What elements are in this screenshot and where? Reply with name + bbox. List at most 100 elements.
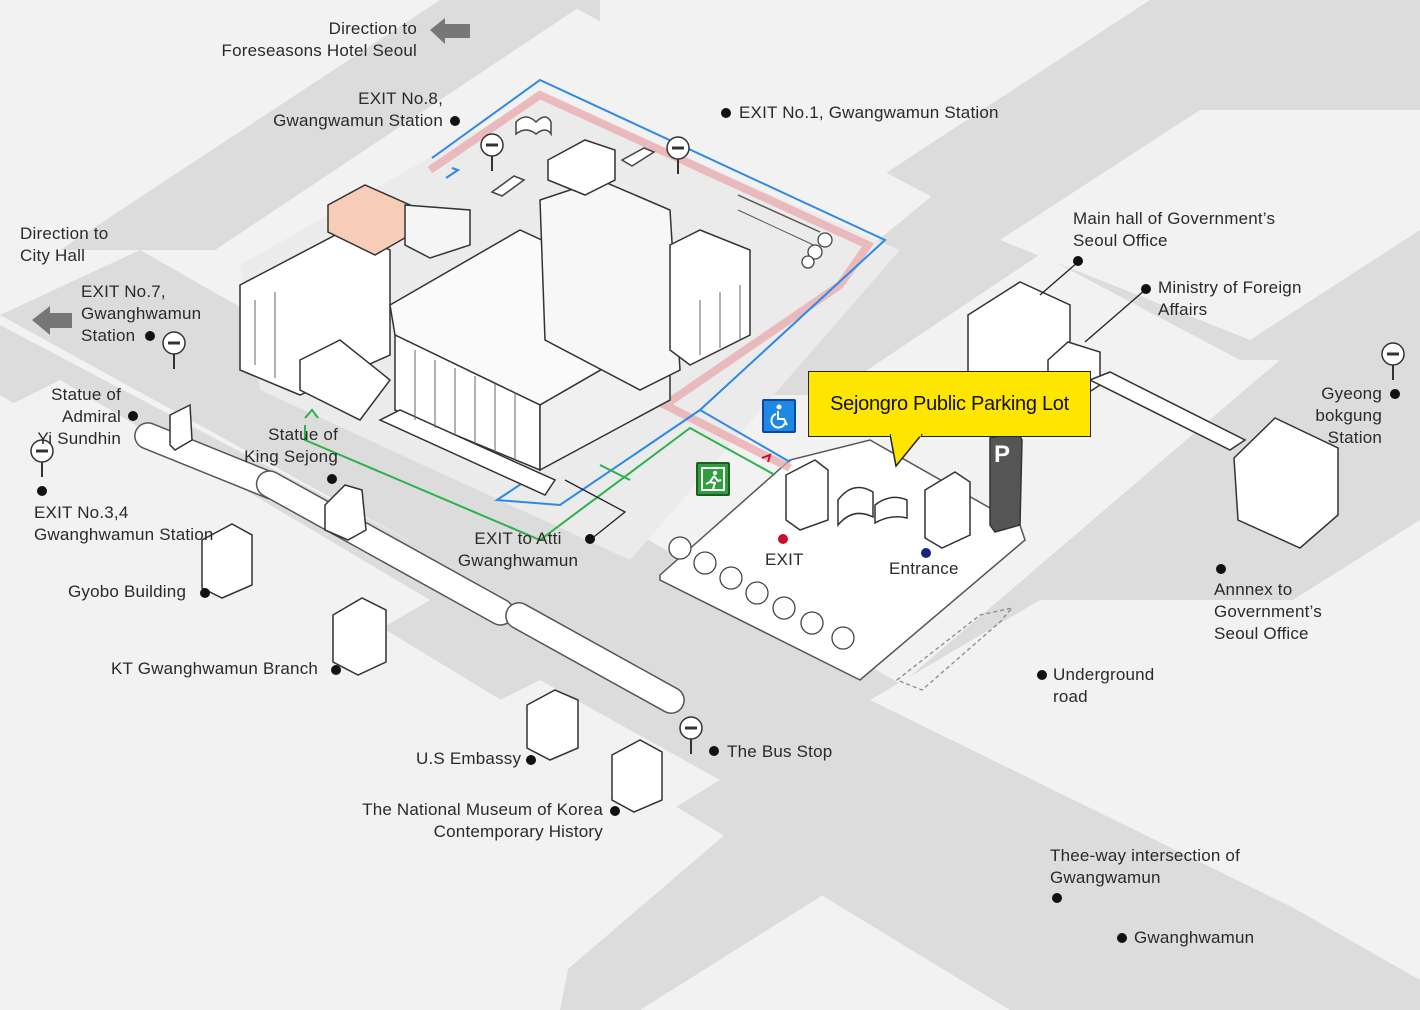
label-underground: Underground road [1053, 665, 1155, 706]
label-exit34: EXIT No.3,4 Gwanghwamun Station [34, 503, 214, 544]
bus-stop-icon [162, 331, 186, 369]
government-buildings [967, 281, 1339, 549]
north-cube [547, 139, 616, 196]
exit-route-arrow [304, 408, 319, 419]
block-bottom-right [870, 600, 1420, 970]
block-right [1000, 110, 1420, 340]
label-mofa: Ministry of Foreign Affairs [1158, 278, 1302, 319]
bench-2 [490, 175, 526, 197]
bus-stop-icon [1381, 342, 1405, 380]
exit-route [304, 425, 776, 542]
trees-plaza [668, 536, 855, 650]
marker-entrance [921, 548, 931, 558]
marker-kt [331, 665, 341, 675]
medians [134, 422, 685, 714]
accessible-route [431, 78, 887, 463]
marker-statue-sejong [327, 474, 337, 484]
bench-3 [620, 147, 656, 167]
plaza-sculpture-2 [874, 496, 908, 525]
steps-front [378, 409, 557, 496]
underground-road-marker [895, 606, 1014, 691]
label-us-embassy: U.S Embassy [416, 749, 522, 768]
label-bus-stop: The Bus Stop [727, 742, 833, 761]
bench-1 [515, 116, 552, 137]
annex-building [1233, 417, 1339, 549]
pointer-main-hall [1039, 261, 1079, 296]
label-exit: EXIT [765, 550, 804, 569]
skybridge [1088, 371, 1247, 451]
marker-exit7 [145, 331, 155, 341]
statues [169, 403, 367, 541]
marker-exit34 [37, 486, 47, 496]
label-museum-korea: The National Museum of Korea Contemporar… [362, 800, 603, 841]
accessible-arrow [445, 167, 461, 179]
marker-underground [1037, 670, 1047, 680]
marker-gyeongbokgung [1390, 389, 1400, 399]
road-top-diagonal [60, 0, 590, 250]
plaza-sculpture-1 [837, 486, 874, 528]
statue-yi-pedestal [169, 403, 193, 451]
label-direction-foreseasons: Direction to Foreseasons Hotel Seoul [221, 19, 417, 60]
bus-stop-icon [480, 133, 504, 171]
label-gyobo: Gyobo Building [68, 582, 187, 601]
marker-exit8 [450, 116, 460, 126]
parking-lot-callout: Sejongro Public Parking Lot [808, 371, 1091, 437]
east-wing [669, 229, 751, 366]
block-top-right [600, 0, 1150, 190]
us-embassy-building [526, 689, 579, 761]
exit-structure [785, 459, 829, 531]
rear-block [404, 204, 471, 259]
label-exit-atti: EXIT to Atti Gwanghwamun [457, 529, 579, 570]
marker-three-way [1052, 893, 1062, 903]
fence [737, 194, 821, 233]
label-statue-yi: Statue of Admiral Yi Sundhin [37, 385, 121, 448]
pointer-mofa [1084, 289, 1146, 343]
label-annex: Annnex to Government’s Seoul Office [1214, 580, 1322, 643]
label-gyeongbokgung: Gyeong bokgung Station [1315, 384, 1382, 447]
fence-lower [737, 209, 821, 249]
label-three-way: Thee-way intersection of Gwangwamun [1050, 846, 1240, 887]
vehicle-arrow [761, 453, 772, 463]
label-direction-city-hall: Direction to City Hall [20, 224, 109, 265]
marker-gwanghwamun [1117, 933, 1127, 943]
label-main-hall: Main hall of Government’s Seoul Office [1073, 209, 1276, 250]
label-exit7: EXIT No.7, Gwanghwamun Station [81, 282, 202, 345]
marker-exit [778, 534, 788, 544]
marker-mofa [1141, 284, 1151, 294]
bus-stop-icon [679, 716, 703, 754]
label-statue-sejong: Statue of King Sejong [244, 425, 338, 466]
bus-stop-icon [30, 439, 54, 477]
label-gwanghwamun: Gwanghwamun [1134, 928, 1255, 947]
marker-bus-stop [709, 746, 719, 756]
museum-complex [239, 139, 751, 496]
bus-stops [30, 133, 1405, 754]
block-bottom-middle [250, 680, 720, 1010]
steps-west [299, 339, 392, 421]
marker-annex [1216, 564, 1226, 574]
kt-building [332, 597, 387, 676]
bus-stop-icon [666, 136, 690, 174]
marker-exit-atti [585, 534, 595, 544]
road-main-diagonal-b [0, 250, 1420, 1010]
accessible-route-lower [494, 409, 701, 507]
exit-route-branch [599, 464, 631, 481]
entrance-structure [924, 471, 971, 549]
marker-exit1 [721, 108, 731, 118]
trees-garden [801, 232, 833, 269]
emergency-exit-icon [696, 462, 730, 496]
statue-sejong-pedestal [324, 484, 367, 541]
direction-arrow-icon-cityhall [32, 306, 72, 335]
callout-tail [890, 434, 923, 468]
museum-columns [254, 285, 741, 460]
atti-pointer [564, 479, 627, 541]
garden-shapes [490, 116, 656, 197]
label-entrance: Entrance [889, 559, 959, 578]
label-exit8: EXIT No.8, Gwangwamun Station [273, 89, 443, 130]
label-exit1: EXIT No.1, Gwangwamun Station [739, 103, 999, 122]
direction-arrow-icon [430, 18, 470, 44]
marker-us-embassy [526, 755, 536, 765]
marker-museum-korea [610, 806, 620, 816]
median-3 [505, 602, 685, 714]
